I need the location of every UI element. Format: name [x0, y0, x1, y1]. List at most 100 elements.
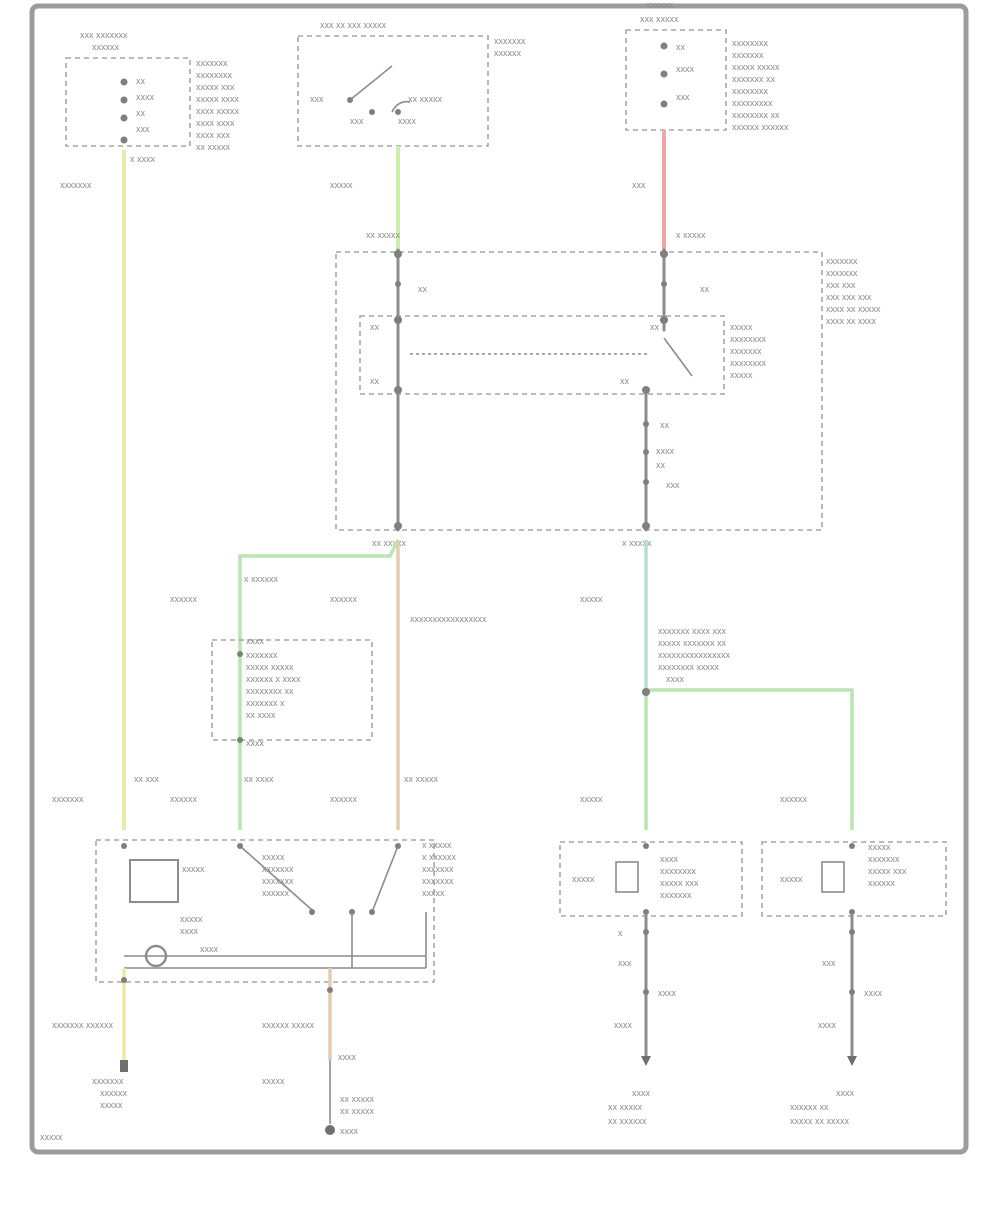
svg-text:xxxxx xxx: xxxxx xxx [660, 878, 699, 888]
bottom-left-switch-box: xxxxx xxxxx xxxxxxx xxxxxxx xxxxxx xxxxx… [95, 839, 457, 983]
svg-text:xxxxxx: xxxxxx [330, 794, 358, 804]
svg-text:xxxxxx xxxxx: xxxxxx xxxxx [262, 1020, 315, 1030]
svg-text:xxx: xxx [676, 92, 690, 102]
svg-text:xx: xx [418, 284, 428, 294]
svg-text:xxxxxxxx xxxxx: xxxxxxxx xxxxx [658, 662, 720, 672]
svg-text:xxxxxxxxxxxxxxxxx: xxxxxxxxxxxxxxxxx [410, 614, 487, 624]
svg-text:xxx xxxxx: xxx xxxxx [640, 14, 679, 24]
svg-text:xxxx: xxxx [246, 738, 265, 748]
svg-text:xxxxxxx x: xxxxxxx x [246, 698, 285, 708]
svg-text:xxxxx: xxxxx [180, 914, 203, 924]
svg-text:xxxxxxx: xxxxxxx [52, 794, 84, 804]
svg-text:xxxxxxx: xxxxxxx [196, 58, 228, 68]
svg-text:xx xxxxx: xx xxxxx [372, 538, 407, 548]
diagram-frame [29, 3, 969, 1155]
relay-node-dots [394, 250, 668, 530]
svg-text:xxx: xxx [822, 958, 836, 968]
top-fuse-symbols [120, 42, 668, 144]
ignition-switch-icon [347, 65, 411, 115]
svg-text:xxx: xxx [618, 958, 632, 968]
svg-text:xxxx: xxxx [836, 1088, 855, 1098]
ground-icon [120, 1060, 128, 1072]
mid-left-component-box: xxxx xxxxxxx xxxxx xxxxx xxxxxx x xxxx x… [211, 636, 373, 748]
svg-text:x xxxx: x xxxx [130, 154, 156, 164]
svg-text:xx: xx [676, 42, 686, 52]
splice-dot-icon [642, 688, 650, 696]
svg-text:xxxxxx: xxxxxx [100, 1088, 128, 1098]
svg-text:xxxxxx: xxxxxx [868, 878, 896, 888]
svg-text:xxxx: xxxx [338, 1052, 357, 1062]
bottom-right-sensor-box: xxxxx xxxxx xxxxxxx xxxxx xxx xxxxxx [761, 841, 947, 917]
svg-text:xxxxxx xxxxxx: xxxxxx xxxxxx [732, 122, 789, 132]
svg-text:xxxxxx: xxxxxx [92, 42, 120, 52]
svg-text:xxxx: xxxx [864, 988, 883, 998]
svg-text:xxxxxxxx: xxxxxxxx [660, 866, 697, 876]
wire-labels: xxxxxxx xxxxx xxx xxxxxx x xxxxxx xxxxxx… [52, 180, 808, 804]
svg-text:xxxxxxx: xxxxxxx [422, 864, 454, 874]
svg-text:x xxxxxx: x xxxxxx [244, 574, 279, 584]
svg-text:xxxxxxx xxxxxx: xxxxxxx xxxxxx [52, 1020, 114, 1030]
svg-text:xxxxxxx xxxx xxx: xxxxxxx xxxx xxx [658, 626, 727, 636]
svg-text:xxxxx xx xxxxx: xxxxx xx xxxxx [790, 1116, 850, 1126]
svg-text:xx xxxxx: xx xxxxx [608, 1102, 643, 1112]
svg-text:xxxxxxx: xxxxxxx [660, 890, 692, 900]
svg-text:xxxx xx xxxxx: xxxx xx xxxxx [826, 304, 881, 314]
svg-text:xxxxxx: xxxxxx [170, 594, 198, 604]
svg-text:xxxxxxx: xxxxxxx [262, 864, 294, 874]
svg-text:xxxxxx: xxxxxx [170, 794, 198, 804]
svg-text:xxxxx xxxxxxx xx: xxxxx xxxxxxx xx [658, 638, 727, 648]
wire-green-mid-left [238, 539, 400, 830]
svg-text:xxxx: xxxx [656, 446, 675, 456]
svg-text:xxx: xxx [632, 180, 646, 190]
relay-switch-icon [663, 337, 693, 377]
svg-text:x xxxxx: x xxxxx [422, 840, 452, 850]
svg-text:xxxxxxx xx: xxxxxxx xx [732, 74, 776, 84]
svg-text:xxxxxxxxx: xxxxxxxxx [732, 98, 773, 108]
svg-text:xxxxx xxxxx: xxxxx xxxxx [732, 62, 780, 72]
svg-text:xxx: xxx [310, 94, 324, 104]
ground-icon [641, 1056, 651, 1066]
relay-module-box: xx xxxxx x xxxxx xxxxxxx xxxxxxx xxx xxx… [335, 230, 881, 548]
svg-text:xxx xx xxx xxxxx: xxx xx xxx xxxxx [320, 20, 387, 30]
svg-text:xx: xx [656, 460, 666, 470]
svg-text:xxxxx: xxxxx [730, 322, 753, 332]
svg-text:xxxxxxxx: xxxxxxxx [730, 334, 767, 344]
svg-text:xxxxx: xxxxx [780, 874, 803, 884]
svg-text:xxxx: xxxx [666, 674, 685, 684]
svg-text:xxxxxxx: xxxxxxx [732, 50, 764, 60]
svg-text:xxx: xxx [350, 116, 364, 126]
svg-text:xxxxxxx: xxxxxxx [494, 36, 526, 46]
svg-text:xxxxx: xxxxx [580, 794, 603, 804]
svg-text:xxxx: xxxx [340, 1126, 359, 1136]
svg-text:xxxxxx: xxxxxx [330, 594, 358, 604]
svg-text:xxxx xxxx: xxxx xxxx [196, 118, 235, 128]
svg-text:xxxxx: xxxxx [40, 1132, 63, 1142]
svg-text:xxxx xx xxxx: xxxx xx xxxx [826, 316, 877, 326]
svg-text:xxxxxxx: xxxxxxx [730, 346, 762, 356]
svg-text:xxxx: xxxx [200, 944, 219, 954]
svg-text:xx: xx [620, 376, 630, 386]
svg-text:xxxxxx x xxxx: xxxxxx x xxxx [246, 674, 301, 684]
ground-icon [847, 1056, 857, 1066]
svg-text:xxxxxx xx: xxxxxx xx [790, 1102, 829, 1112]
svg-text:xx xxxxx: xx xxxxx [340, 1106, 375, 1116]
svg-text:xx: xx [370, 322, 380, 332]
svg-text:xxxx: xxxx [818, 1020, 837, 1030]
svg-text:xxxxxxxx xx: xxxxxxxx xx [246, 686, 294, 696]
top-left-fuse-box: xxx xxxxxxx xxxxxx xx xxxx xx xxx xxxxxx… [65, 30, 240, 164]
svg-text:xxxxxxxx xx: xxxxxxxx xx [732, 110, 780, 120]
svg-text:xx xxxxx: xx xxxxx [408, 94, 443, 104]
svg-text:xx xxxxx: xx xxxxx [404, 774, 439, 784]
svg-text:xxxx: xxxx [660, 854, 679, 864]
svg-text:xxxxxxx: xxxxxxx [826, 256, 858, 266]
svg-text:xxxxxxx: xxxxxxx [92, 1076, 124, 1086]
svg-text:xx: xx [700, 284, 710, 294]
svg-text:xxxxxxx: xxxxxxx [262, 876, 294, 886]
wire-green-right [644, 688, 854, 830]
svg-text:xxxxx: xxxxx [262, 1076, 285, 1086]
svg-text:xxxx xxx: xxxx xxx [196, 130, 231, 140]
svg-text:xxxxx xxxxx: xxxxx xxxxx [246, 662, 294, 672]
svg-text:xx: xx [370, 376, 380, 386]
svg-text:xx xxxxx: xx xxxxx [340, 1094, 375, 1104]
